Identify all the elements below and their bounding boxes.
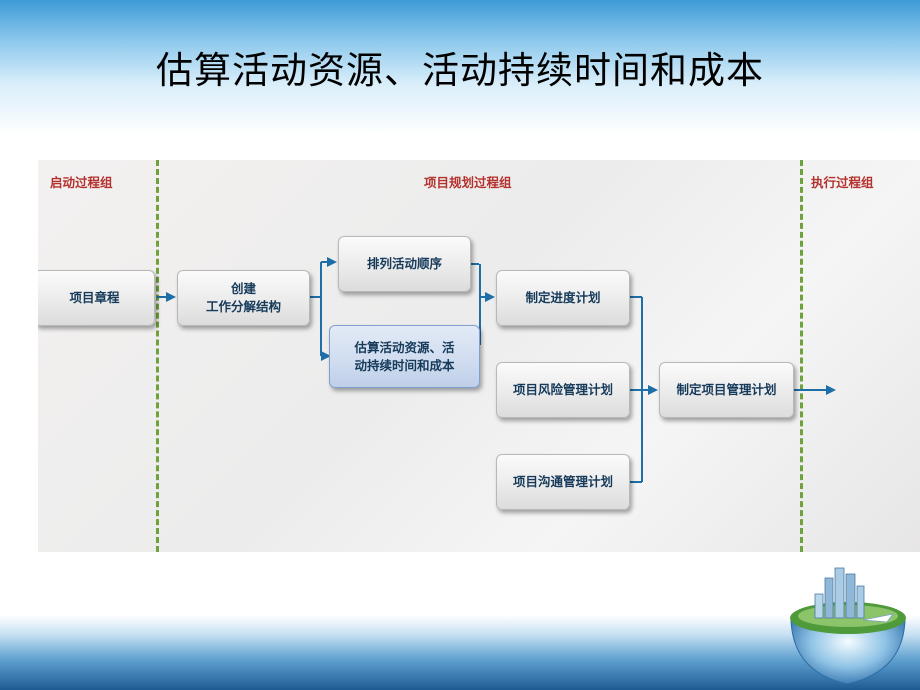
node-create-wbs: 创建 工作分解结构	[177, 270, 310, 326]
phase-divider-initiating-planning	[156, 160, 159, 552]
node-risk-management-plan: 项目风险管理计划	[496, 362, 630, 418]
node-estimate-resources-duration-cost: 估算活动资源、活 动持续时间和成本	[329, 325, 480, 388]
node-project-charter: 项目章程	[38, 270, 155, 326]
node-communications-management-plan: 项目沟通管理计划	[496, 454, 630, 510]
phase-divider-planning-executing	[800, 160, 803, 552]
connector-arrows	[157, 257, 836, 483]
node-develop-schedule: 制定进度计划	[496, 270, 630, 326]
phase-label-executing: 执行过程组	[811, 175, 874, 190]
phase-label-planning: 项目规划过程组	[424, 175, 512, 190]
node-sequence-activities: 排列活动顺序	[338, 236, 471, 292]
footer-band	[0, 615, 920, 690]
node-develop-project-management-plan: 制定项目管理计划	[659, 362, 794, 418]
process-diagram: 启动过程组 项目规划过程组 执行过程组 项目章程 创建 工作分解结构	[38, 160, 920, 552]
header-band	[0, 0, 920, 135]
globe-city-logo	[790, 567, 906, 685]
slide-title: 估算活动资源、活动持续时间和成本	[156, 49, 764, 92]
phase-label-initiating: 启动过程组	[50, 175, 113, 190]
